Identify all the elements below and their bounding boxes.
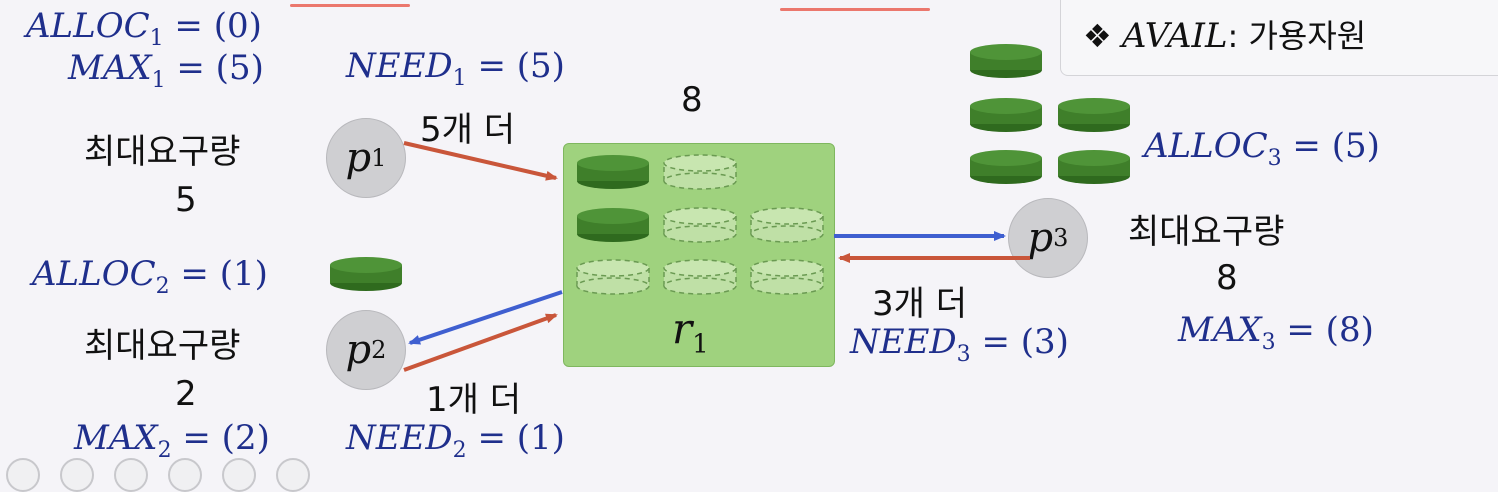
p2-max-value: 2 [175,374,197,414]
annotation-scribble [290,4,410,7]
p2-request-arrow [403,313,558,372]
legend-description: 가용자원 [1248,17,1367,55]
p2-assignment-arrow [408,290,563,345]
note-tool-icon[interactable] [60,458,94,492]
p1-max-value: 5 [175,180,197,220]
p1-request-arrow [403,141,558,181]
resource-unit-free [576,259,650,295]
p1-need: NEED1 = (5) [346,46,565,91]
resource-unit-allocated [577,155,649,189]
resource-unit-free [750,207,824,243]
p3-need: NEED3 = (3) [850,322,1069,367]
resource-label: r1 [672,304,709,360]
p1-request-label: 5개 더 [420,110,515,150]
p3-alloc: ALLOC3 = (5) [1144,126,1380,171]
p2-held-unit [330,257,402,291]
resource-unit-allocated [577,208,649,242]
resource-unit-free [750,259,824,295]
link-tool-icon[interactable] [168,458,202,492]
p1-max: MAX1 = (5) [68,48,264,93]
p1-max-label: 최대요구량 [84,132,241,172]
capture-tool-icon[interactable] [114,458,148,492]
legend-term: AVAIL [1121,16,1228,56]
p3-held-unit [970,98,1042,132]
player-toolbar [0,458,310,492]
save-tool-icon[interactable] [276,458,310,492]
p2-need: NEED2 = (1) [346,418,565,463]
p3-held-unit [1058,150,1130,184]
annotation-scribble [780,8,930,11]
p3-held-unit [970,44,1042,78]
pen-tool-icon[interactable] [6,458,40,492]
resource-unit-free [663,207,737,243]
resource-unit-free [663,259,737,295]
p3-max-value: 8 [1216,258,1238,298]
diagram-svg [330,44,1130,372]
p3-held-unit [970,150,1042,184]
p2-max-label: 최대요구량 [84,326,241,366]
legend-box: ❖ AVAIL: 가용자원 [1060,0,1498,76]
resource-unit-free [663,154,737,190]
legend-bullet-icon: ❖ [1083,17,1112,55]
resource-total: 8 [681,80,703,120]
p1-alloc: ALLOC1 = (0) [26,6,262,51]
p2-max: MAX2 = (2) [74,418,270,463]
p2-request-label: 1개 더 [426,380,521,420]
p3-held-unit [1058,98,1130,132]
p3-max: MAX3 = (8) [1178,310,1374,355]
legend-separator: : [1227,17,1239,55]
more-tool-icon[interactable] [222,458,256,492]
p3-max-label: 최대요구량 [1128,212,1285,252]
p2-alloc: ALLOC2 = (1) [32,254,268,299]
p3-request-label: 3개 더 [872,284,967,324]
